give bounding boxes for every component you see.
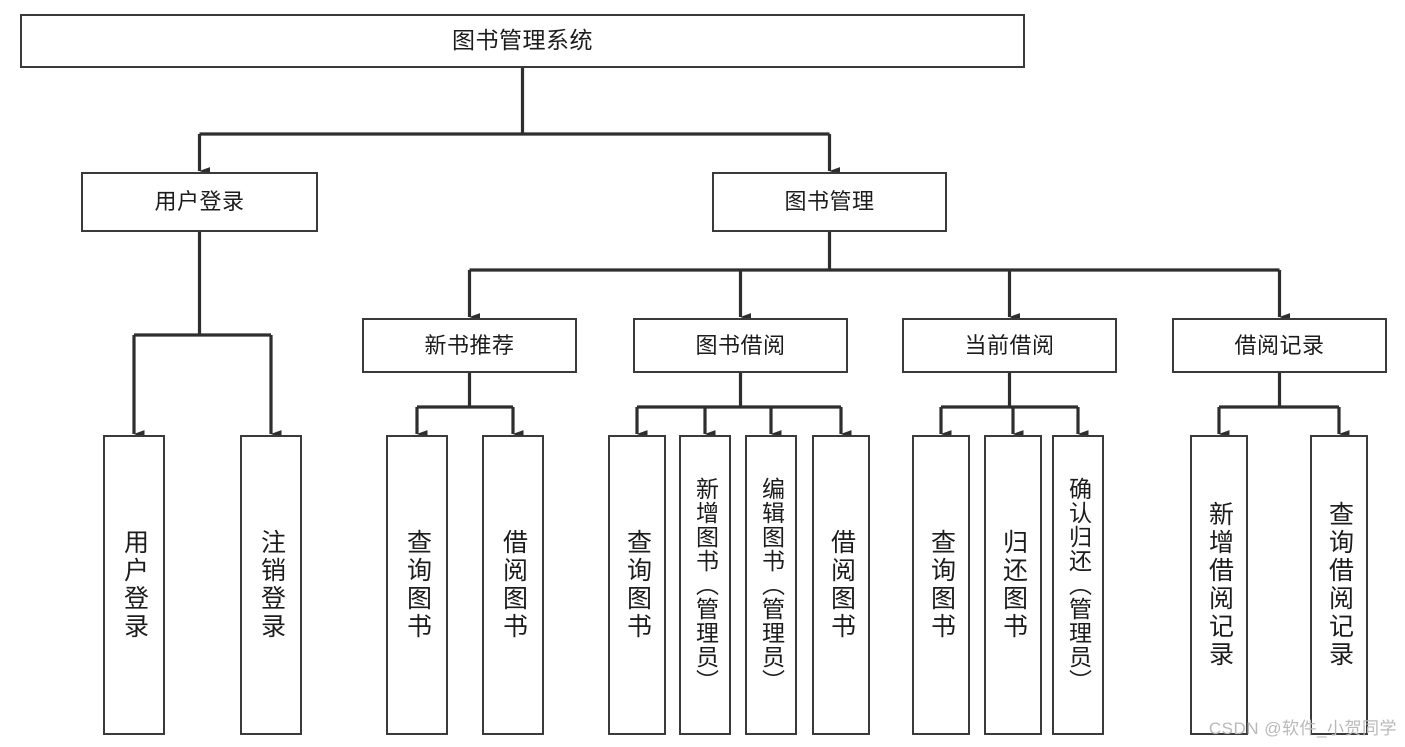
node-leaf-query-borrow-record[interactable]: 查询借阅记录 xyxy=(1310,435,1368,735)
node-leaf-query-book-cur[interactable]: 查询图书 xyxy=(912,435,970,735)
node-user-login[interactable]: 用户登录 xyxy=(81,172,318,232)
node-leaf-borrow-book-rec-label: 借阅图书 xyxy=(499,529,528,641)
node-leaf-query-book-cur-label: 查询图书 xyxy=(927,529,956,641)
node-leaf-user-logout[interactable]: 注销登录 xyxy=(240,435,302,735)
node-borrow-record-label: 借阅记录 xyxy=(1234,332,1325,358)
node-leaf-query-book-rec[interactable]: 查询图书 xyxy=(386,435,448,735)
node-current-borrow-label: 当前借阅 xyxy=(964,332,1055,358)
node-leaf-return-book-label: 归还图书 xyxy=(999,529,1028,641)
node-leaf-add-book-admin[interactable]: 新增图书（管理员） xyxy=(679,435,731,735)
watermark-text: CSDN @软件_小贺同学 xyxy=(1208,719,1397,738)
node-leaf-return-book[interactable]: 归还图书 xyxy=(984,435,1042,735)
node-leaf-query-book-borrow[interactable]: 查询图书 xyxy=(608,435,666,735)
node-leaf-edit-book-admin-label: 编辑图书（管理员） xyxy=(758,477,785,693)
node-book-manage-label: 图书管理 xyxy=(784,189,875,215)
node-book-manage[interactable]: 图书管理 xyxy=(712,172,947,232)
node-leaf-confirm-return-admin-label: 确认归还（管理员） xyxy=(1065,477,1092,693)
node-root[interactable]: 图书管理系统 xyxy=(20,14,1025,68)
node-leaf-add-book-admin-label: 新增图书（管理员） xyxy=(692,477,719,693)
node-borrow-record[interactable]: 借阅记录 xyxy=(1172,318,1387,373)
node-leaf-query-borrow-record-label: 查询借阅记录 xyxy=(1325,501,1354,669)
node-new-book-rec[interactable]: 新书推荐 xyxy=(362,318,577,373)
node-leaf-user-logout-label: 注销登录 xyxy=(257,529,286,641)
node-leaf-borrow-book[interactable]: 借阅图书 xyxy=(812,435,870,735)
node-book-borrow-label: 图书借阅 xyxy=(695,332,786,358)
node-current-borrow[interactable]: 当前借阅 xyxy=(902,318,1117,373)
node-new-book-rec-label: 新书推荐 xyxy=(424,332,515,358)
node-book-borrow[interactable]: 图书借阅 xyxy=(633,318,848,373)
node-root-label: 图书管理系统 xyxy=(452,27,593,54)
node-leaf-query-book-rec-label: 查询图书 xyxy=(403,529,432,641)
node-leaf-borrow-book-rec[interactable]: 借阅图书 xyxy=(482,435,544,735)
node-user-login-label: 用户登录 xyxy=(154,189,245,215)
node-leaf-user-login[interactable]: 用户登录 xyxy=(103,435,165,735)
node-leaf-add-borrow-record[interactable]: 新增借阅记录 xyxy=(1190,435,1248,735)
node-leaf-borrow-book-label: 借阅图书 xyxy=(827,529,856,641)
node-leaf-confirm-return-admin[interactable]: 确认归还（管理员） xyxy=(1052,435,1104,735)
node-leaf-query-book-borrow-label: 查询图书 xyxy=(623,529,652,641)
node-leaf-edit-book-admin[interactable]: 编辑图书（管理员） xyxy=(745,435,797,735)
node-leaf-add-borrow-record-label: 新增借阅记录 xyxy=(1205,501,1234,669)
node-leaf-user-login-label: 用户登录 xyxy=(120,529,149,641)
